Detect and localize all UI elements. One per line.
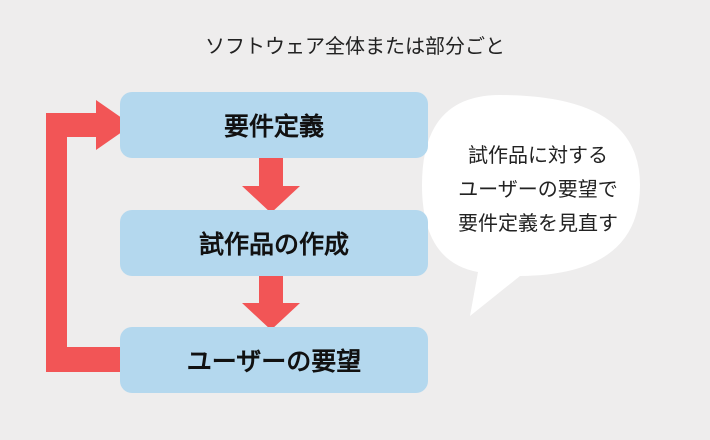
bubble-line: ユーザーの要望で [458, 177, 618, 201]
step-requirements-definition: 要件定義 [120, 92, 428, 158]
step-prototype-creation: 試作品の作成 [120, 210, 428, 276]
speech-bubble-text: 試作品に対する ユーザーの要望で 要件定義を見直す [432, 138, 644, 240]
down-arrow-1 [242, 158, 300, 213]
speech-bubble [422, 95, 640, 316]
bubble-line: 要件定義を見直す [458, 211, 618, 235]
step-user-requests: ユーザーの要望 [120, 327, 428, 393]
down-arrow-2 [242, 275, 300, 330]
diagram-title: ソフトウェア全体または部分ごと [205, 34, 505, 58]
bubble-line: 試作品に対する [468, 143, 608, 167]
